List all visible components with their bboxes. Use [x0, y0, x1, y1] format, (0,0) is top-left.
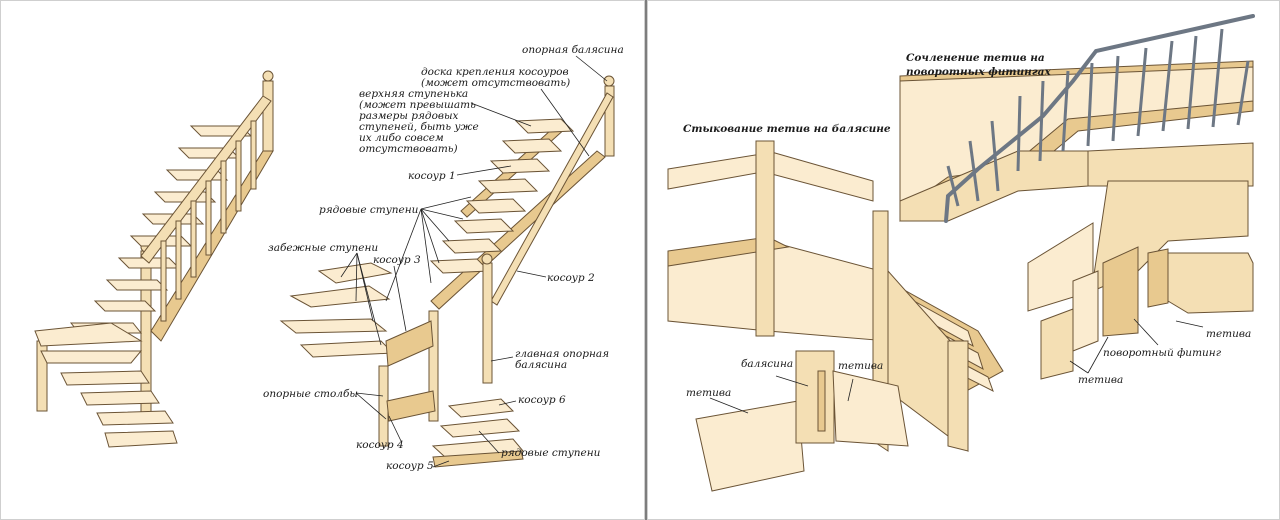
- baluster-joint-scene: [667, 140, 1004, 452]
- winder-step: [289, 285, 391, 308]
- label-stringer-4: косоур 4: [356, 439, 404, 451]
- label-stringer-2: косоур 2: [547, 272, 595, 284]
- post-finial: [262, 70, 274, 82]
- winder-step: [34, 322, 143, 347]
- label-fitting-joint: Сочленение тетив на: [906, 52, 1045, 64]
- stringer-piece: [695, 400, 805, 492]
- right-panel-stringer-joints: Сочленение тетив на поворотных фитингах …: [647, 0, 1280, 520]
- label-baluster: балясина: [741, 358, 793, 370]
- label-top-step: верхняя ступенька: [359, 88, 468, 100]
- bottom-step: [104, 430, 178, 448]
- turning-fitting: [1102, 246, 1139, 337]
- leader-lines: [340, 55, 608, 468]
- stringer-4-board: [386, 390, 436, 422]
- label-top-step-note: (может превышать: [359, 99, 476, 111]
- panel-divider: [645, 0, 647, 520]
- left-panel-stair-parts: опорная балясина доска крепления косоуро…: [0, 0, 645, 520]
- regular-steps-upper: [429, 118, 575, 274]
- left-labels: опорная балясина доска крепления косоуро…: [263, 44, 624, 472]
- lower-step: [439, 418, 521, 438]
- label-regular-steps-bottom: рядовые ступени: [501, 447, 601, 459]
- joint-baluster: [755, 140, 775, 337]
- winder-step: [317, 262, 393, 284]
- lower-step: [447, 398, 515, 418]
- winder-step: [60, 370, 150, 386]
- fitting-joint-scene: [899, 14, 1255, 223]
- label-top-step-note: размеры рядовых: [359, 110, 459, 122]
- fitting-pieces: [1027, 180, 1254, 380]
- right-illustration: Сочленение тетив на поворотных фитингах …: [667, 14, 1255, 492]
- outer-stringer: [1087, 142, 1254, 187]
- label-stringer-5: косоур 5: [386, 460, 434, 472]
- label-top-step-note: ступеней, быть уже: [359, 121, 479, 133]
- winder-step: [96, 410, 174, 426]
- stringer-small: [1040, 308, 1074, 380]
- support-post: [378, 365, 389, 447]
- right-labels: Сочленение тетив на поворотных фитингах …: [683, 52, 1251, 399]
- left-illustration: опорная балясина доска крепления косоуро…: [34, 44, 624, 472]
- label-main-baluster: главная опорная: [515, 348, 609, 360]
- label-turning-fitting: поворотный фитинг: [1103, 347, 1222, 359]
- exploded-winder-steps: [279, 262, 395, 358]
- stringer-3-board: [385, 320, 434, 367]
- stringer-post: [947, 340, 969, 452]
- label-regular-steps: рядовые ступени: [319, 204, 419, 216]
- baluster-slot: [817, 370, 826, 432]
- handrail: [140, 95, 272, 264]
- label-stringer-6: косоур 6: [518, 394, 566, 406]
- label-winder-steps: забежные ступени: [268, 242, 378, 254]
- label-stringer: тетива: [838, 360, 883, 372]
- label-main-baluster-2: балясина: [515, 359, 567, 371]
- support-post: [428, 310, 439, 422]
- winder-step: [40, 350, 143, 364]
- winder-step: [80, 390, 160, 406]
- upper-newel-post: [262, 80, 274, 152]
- label-stringer-3: косоур 3: [373, 254, 421, 266]
- stringer-piece: [832, 370, 909, 447]
- label-stringer-board: доска крепления косоуров: [421, 66, 569, 78]
- winder-step: [299, 340, 395, 358]
- label-stringer-1: косоур 1: [408, 170, 456, 182]
- leader-lines-right: [709, 318, 1204, 414]
- handrail-top: [767, 150, 874, 202]
- balusters: [160, 120, 257, 322]
- main-support-baluster: [482, 262, 493, 384]
- metal-handrail: [944, 14, 1255, 223]
- exploded-lower-parts: [378, 310, 525, 468]
- label-top-step-note: отсутствовать): [359, 143, 458, 155]
- label-support-posts: опорные столбы: [263, 388, 358, 400]
- handrail-upper: [490, 92, 614, 306]
- label-support-baluster: опорная балясина: [522, 44, 624, 56]
- stringer-piece: [1167, 252, 1254, 314]
- label-top-step-note: их либо совсем: [359, 132, 444, 144]
- label-stringer: тетива: [1078, 374, 1123, 386]
- handrail-left: [667, 152, 769, 190]
- label-fitting-joint-2: поворотных фитингах: [906, 66, 1051, 78]
- stringer-5-board: [432, 450, 524, 468]
- label-stringer-board-note: (может отсутствовать): [421, 77, 570, 89]
- exploded-upper-flight: [429, 75, 615, 384]
- baluster-piece: [795, 350, 835, 444]
- label-stringer: тетива: [686, 387, 731, 399]
- fitting-piece: [1147, 248, 1169, 308]
- fitting-piece: [1072, 270, 1099, 352]
- baluster-exploded: [695, 350, 909, 492]
- label-baluster-joint: Стыкование тетив на балясине: [683, 123, 891, 135]
- assembled-staircase: [34, 70, 274, 448]
- label-stringer: тетива: [1206, 328, 1251, 340]
- winder-step: [279, 318, 388, 334]
